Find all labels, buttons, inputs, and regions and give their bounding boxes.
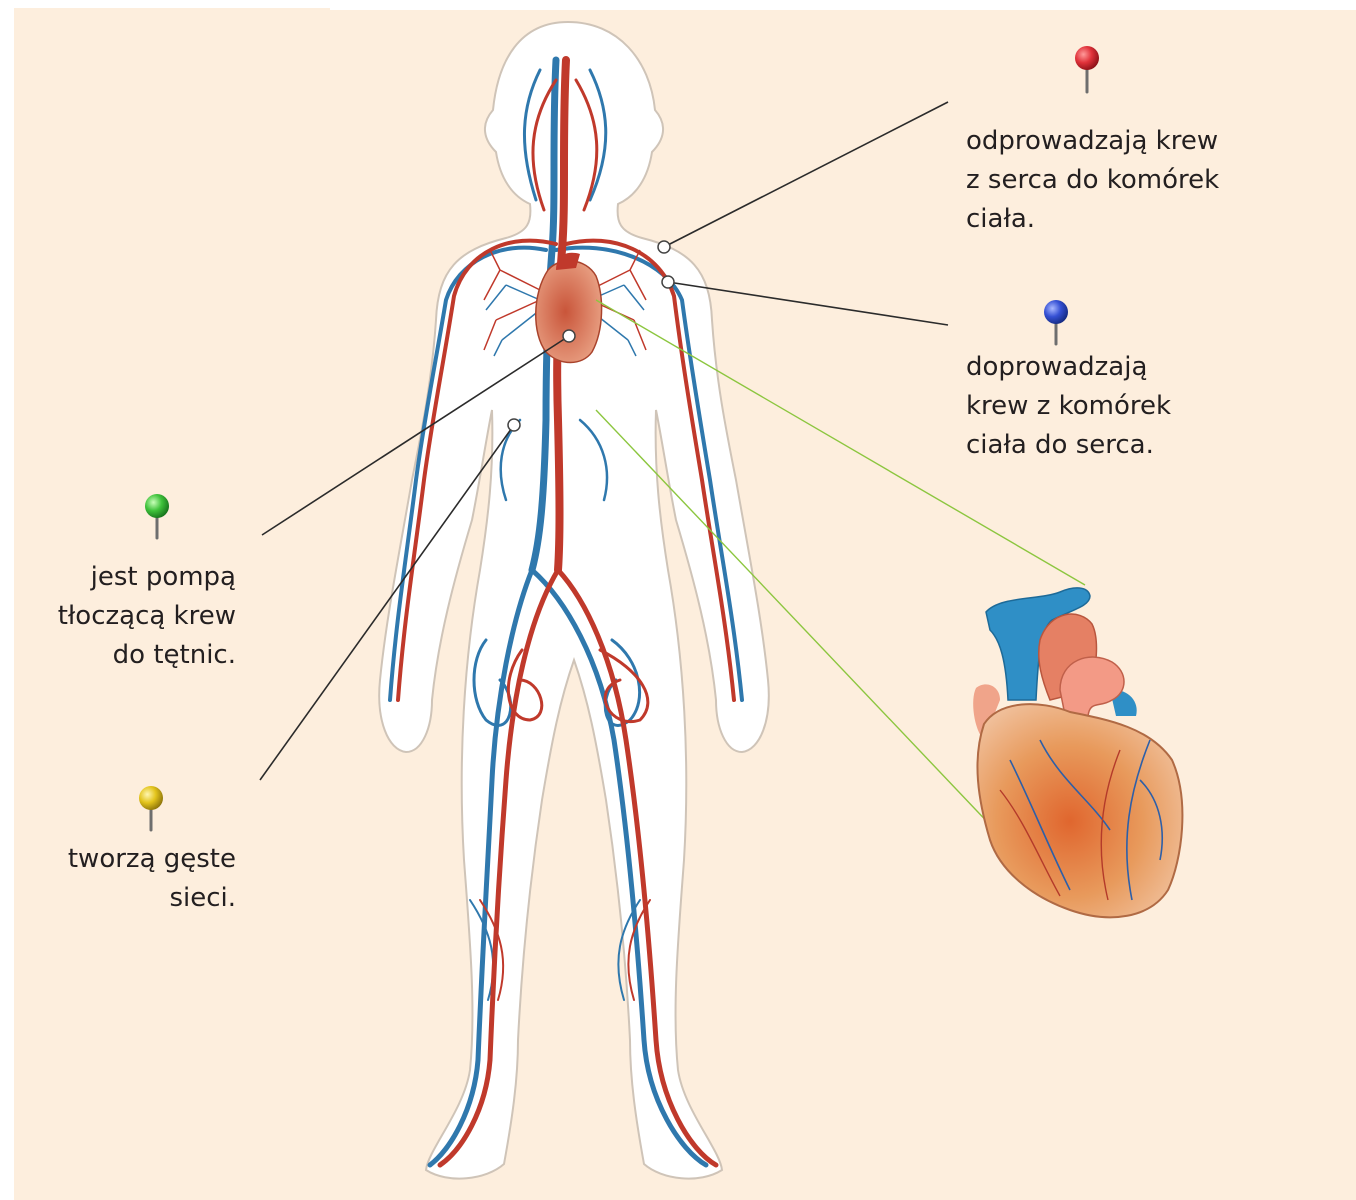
body-silhouette — [379, 22, 769, 1179]
artery-leader-line — [664, 102, 948, 247]
vein-label: doprowadzają krew z komórek ciała do ser… — [966, 348, 1171, 465]
red-pin-icon — [1075, 46, 1099, 92]
heart-label: jest pompą tłoczącą krew do tętnic. — [20, 558, 236, 675]
capillary-label: tworzą gęste sieci. — [20, 840, 236, 918]
artery-label: odprowadzają krew z serca do komórek cia… — [966, 122, 1219, 239]
blue-pin-icon — [1044, 300, 1068, 344]
heart-detail — [973, 588, 1182, 917]
green-pin-icon — [145, 494, 169, 538]
yellow-pin-icon — [139, 786, 163, 830]
